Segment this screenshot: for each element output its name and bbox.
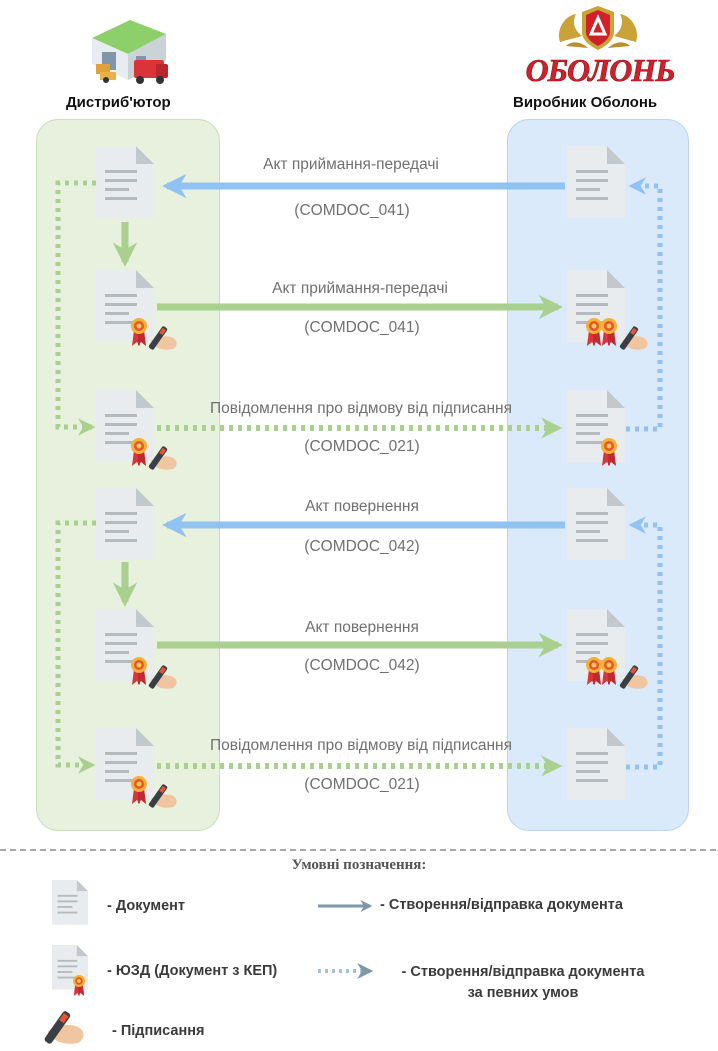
warehouse-icon — [92, 20, 168, 84]
conditional-loop-left-2 — [55, 520, 96, 774]
conditional-loop-right-1 — [626, 177, 663, 432]
flow-title: Акт приймання-передачі — [272, 280, 448, 297]
legend-signing-label: - Підписання — [112, 1023, 205, 1039]
document-icon — [96, 146, 154, 218]
flow-code: (COMDOC_021) — [304, 438, 420, 455]
signed-document-icon — [567, 728, 625, 800]
signed-document-icon — [96, 609, 154, 681]
flow-code: (COMDOC_042) — [304, 657, 420, 674]
signed-document-icon — [96, 270, 154, 342]
legend-conditional-send-line2: за певних умов — [467, 985, 579, 1001]
conditional-loop-right-2 — [626, 516, 663, 770]
flow-code: (COMDOC_041) — [304, 319, 420, 336]
legend-title: Умовні позначення: — [291, 857, 427, 873]
signed-document-icon — [96, 728, 154, 800]
flow-title: Акт повернення — [305, 619, 419, 636]
flow-title: Акт повернення — [305, 498, 419, 515]
legend-conditional-send-line1: - Створення/відправка документа — [401, 964, 645, 980]
document-icon — [567, 146, 625, 218]
legend-send-label: - Створення/відправка документа — [380, 897, 623, 913]
conditional-loop-left-1 — [55, 180, 96, 436]
flow-title: Повідомлення про відмову від підписання — [210, 400, 512, 417]
obolon-logo-emblem — [558, 6, 638, 50]
flow-code: (COMDOC_042) — [304, 538, 420, 555]
flow-code: (COMDOC_041) — [294, 202, 410, 219]
obolon-logo-wordmark: ОБОЛОНЬ — [525, 52, 676, 89]
document-icon — [96, 488, 154, 560]
flow-code: (COMDOC_021) — [304, 776, 420, 793]
flow-title: Повідомлення про відмову від підписання — [210, 737, 512, 754]
legend-document-label: - Документ — [107, 898, 186, 914]
legend-pen-icon — [43, 1010, 84, 1045]
legend-document-icon — [52, 880, 88, 925]
signed-document-icon — [567, 390, 625, 462]
legend-conditional-send-label: - Створення/відправка документа за певни… — [380, 962, 666, 1004]
document-icon — [567, 488, 625, 560]
producer-title: Виробник Оболонь — [513, 94, 658, 111]
signed-document-icon — [96, 390, 154, 462]
distributor-title: Дистриб'ютор — [66, 94, 171, 111]
flow-title: Акт приймання-передачі — [263, 156, 439, 173]
legend-signed-document-label: - ЮЗД (Документ з КЕП) — [107, 963, 278, 979]
